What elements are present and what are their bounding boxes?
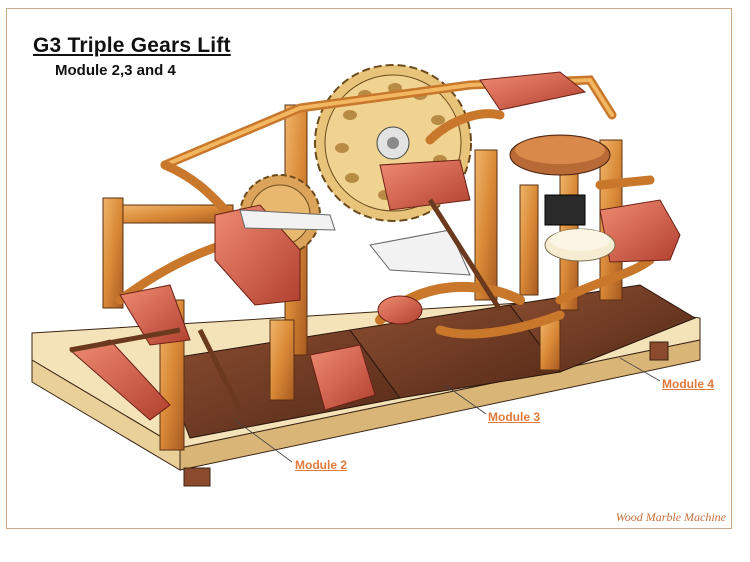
module4-parts <box>509 134 616 262</box>
label-module-3: Module 3 <box>488 410 541 424</box>
page-subtitle: Module 2,3 and 4 <box>55 62 176 79</box>
footer-credit: Wood Marble Machine <box>615 510 726 524</box>
page-title: G3 Triple Gears Lift <box>33 34 231 57</box>
label-module-2: Module 2 <box>295 458 348 472</box>
lift-arms <box>239 209 471 276</box>
rails <box>69 198 503 412</box>
label-module-4: Module 4 <box>662 377 715 391</box>
drawing-frame <box>6 8 732 529</box>
